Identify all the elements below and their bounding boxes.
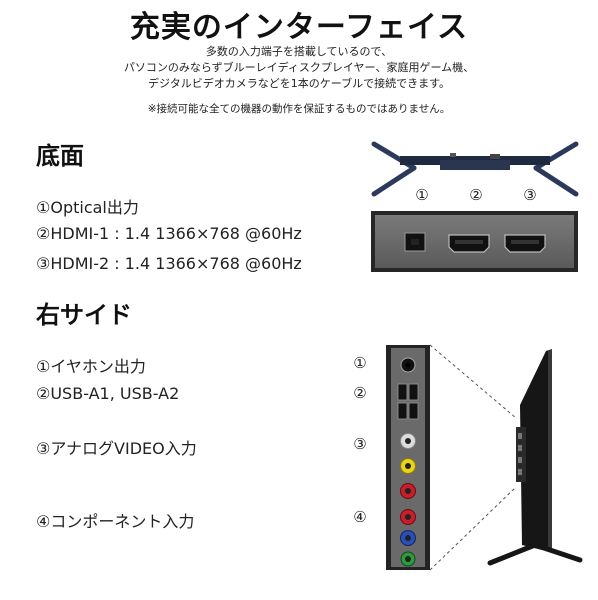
right-item-earphone: ①イヤホン出力 [36, 357, 146, 376]
component-green-jack-icon [400, 551, 416, 567]
right-item-analog-video: ③アナログVIDEO入力 [36, 439, 197, 458]
rca-yellow-jack-icon [400, 458, 416, 474]
right-port-number-2: ② [353, 384, 367, 402]
bottom-item-hdmi2: ③HDMI-2 : 1.4 1366×768 @60Hz [36, 254, 302, 273]
bottom-port-panel [371, 211, 578, 272]
rca-white-jack-icon [400, 433, 416, 449]
intro-line-1: 多数の入力端子を搭載しているので、 [205, 45, 393, 58]
right-item-component: ④コンポーネント入力 [36, 512, 195, 531]
hdmi1-port-icon [448, 234, 490, 253]
bottom-port-number-1: ① [415, 186, 429, 204]
component-blue-jack-icon [400, 530, 416, 546]
optical-port-icon [404, 232, 426, 252]
right-port-number-4: ④ [353, 508, 367, 526]
bottom-item-optical: ①Optical出力 [36, 198, 139, 217]
page-title: 充実のインターフェイス [129, 10, 469, 45]
rca-red-jack-icon [400, 483, 416, 499]
right-item-usb: ②USB-A1, USB-A2 [36, 384, 180, 403]
tv-side-view-illustration [487, 349, 583, 566]
bottom-section-heading: 底面 [36, 142, 84, 170]
component-red-jack-icon [400, 509, 416, 525]
tv-bottom-view-illustration [371, 141, 579, 197]
earphone-jack-icon [400, 357, 416, 373]
bottom-port-number-2: ② [469, 186, 483, 204]
usb-port-icon [397, 383, 419, 420]
bottom-item-hdmi1: ②HDMI-1 : 1.4 1366×768 @60Hz [36, 224, 302, 243]
right-port-number-1: ① [353, 354, 367, 372]
right-section-heading: 右サイド [36, 301, 132, 329]
bottom-port-number-3: ③ [523, 186, 537, 204]
hdmi2-port-icon [504, 234, 546, 253]
intro-line-2: パソコンのみならずブルーレイディスクプレイヤー、家庭用ゲーム機、 [123, 61, 475, 74]
right-port-panel [386, 345, 430, 570]
disclaimer-note: ※接続可能な全ての機器の動作を保証するものではありません。 [147, 103, 451, 115]
right-port-number-3: ③ [353, 435, 367, 453]
intro-line-3: デジタルビデオカメラなどを1本のケーブルで接続できます。 [147, 77, 451, 90]
intro-text: 多数の入力端子を搭載しているので、 パソコンのみならずブルーレイディスクプレイヤ… [0, 44, 598, 92]
